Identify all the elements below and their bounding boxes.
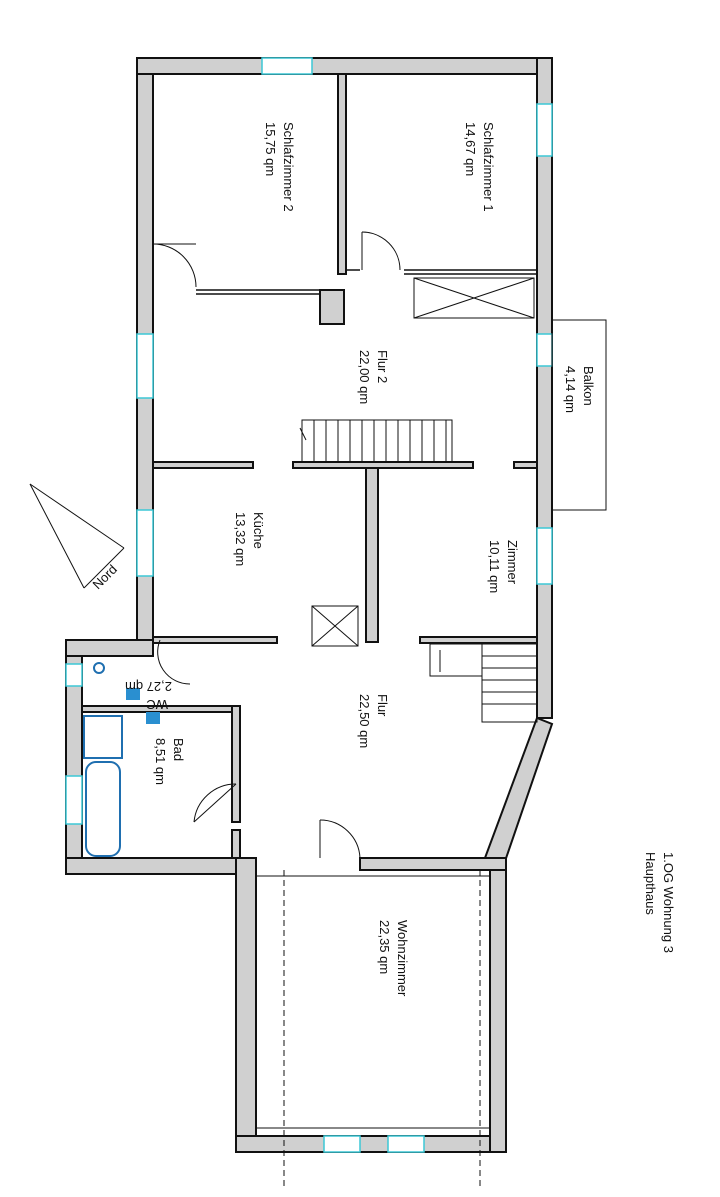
stairs-upper	[299, 419, 453, 463]
room-area-wc: 2,27 qm	[125, 679, 172, 694]
wall-top	[136, 57, 553, 75]
door-wohn	[319, 819, 361, 859]
window-wohn-1	[323, 1135, 361, 1153]
window-wohn-2	[387, 1135, 425, 1153]
room-name-zimmer: Zimmer	[505, 540, 520, 585]
room-area-schlafzimmer1: 14,67 qm	[463, 122, 478, 176]
bath-fixtures	[83, 662, 160, 857]
wall-kueche-bottom	[152, 636, 278, 644]
outer-walls	[65, 57, 554, 1153]
stairs-lower	[429, 643, 538, 723]
plan-subtitle: Haupthaus	[643, 852, 658, 915]
room-area-flur: 22,50 qm	[357, 694, 372, 748]
window-right-balkon	[536, 333, 553, 367]
interior-walls	[81, 73, 538, 859]
door-bad	[193, 783, 237, 823]
washbasin-wc-icon	[126, 688, 140, 700]
room-name-wc: WC	[146, 697, 168, 712]
room-name-schlafzimmer1: Schlafzimmer 1	[481, 122, 496, 212]
shaft-top	[413, 277, 535, 319]
wall-wohn-right	[489, 865, 507, 1153]
plan-title: 1.OG Wohnung 3	[661, 852, 676, 953]
wall-right	[536, 57, 553, 719]
wall-stair-bottom	[292, 461, 474, 469]
room-area-bad: 8,51 qm	[153, 738, 168, 785]
wall-bath-bottom	[65, 857, 257, 875]
window-bad	[65, 775, 83, 825]
windows	[65, 57, 553, 1153]
doors	[152, 231, 401, 859]
room-name-kueche: Küche	[251, 512, 266, 549]
door-sz2	[152, 243, 197, 288]
window-wc	[65, 663, 83, 687]
window-right-1	[536, 103, 553, 157]
north-label: Nord	[90, 562, 121, 593]
room-name-flur: Flur	[375, 694, 390, 717]
room-name-balkon: Balkon	[581, 366, 596, 406]
wall-diagonal	[480, 716, 554, 872]
wall-sz-divider	[337, 73, 347, 275]
room-name-bad: Bad	[171, 738, 186, 761]
room-area-balkon: 4,14 qm	[563, 366, 578, 413]
room-area-zimmer: 10,11 qm	[487, 540, 502, 593]
window-left-1	[136, 333, 154, 399]
wall-wohn-top	[359, 857, 507, 871]
door-wc	[157, 639, 191, 685]
door-sz1	[361, 231, 401, 271]
wall-zimmer-bottom	[419, 636, 538, 644]
wall-wohn-left	[235, 857, 257, 1153]
shower-icon	[83, 715, 123, 759]
room-area-flur2: 22,00 qm	[357, 350, 372, 404]
wall-central	[365, 467, 379, 643]
room-name-flur2: Flur 2	[375, 350, 390, 383]
window-left-2	[136, 509, 154, 577]
shaft-flur	[311, 605, 359, 647]
wall-wohn-bottom	[235, 1135, 507, 1153]
washbasin-bad-icon	[146, 712, 160, 724]
room-area-schlafzimmer2: 15,75 qm	[263, 122, 278, 176]
room-area-wohnzimmer: 22,35 qm	[377, 920, 392, 974]
wall-kueche-top	[152, 461, 254, 469]
bathtub-icon	[85, 761, 121, 857]
north-arrow-icon	[29, 483, 125, 589]
chimney-block	[319, 289, 345, 325]
room-area-kueche: 13,32 qm	[233, 512, 248, 566]
wall-bad-right	[231, 705, 241, 823]
wall-wc-top	[65, 639, 154, 657]
room-name-wohnzimmer: Wohnzimmer	[395, 920, 410, 997]
window-top	[261, 57, 313, 75]
room-name-schlafzimmer2: Schlafzimmer 2	[281, 122, 296, 212]
toilet-icon	[93, 662, 106, 674]
balkon-outline	[551, 319, 607, 511]
window-right-2	[536, 527, 553, 585]
wohnzimmer-beams	[256, 870, 490, 1190]
